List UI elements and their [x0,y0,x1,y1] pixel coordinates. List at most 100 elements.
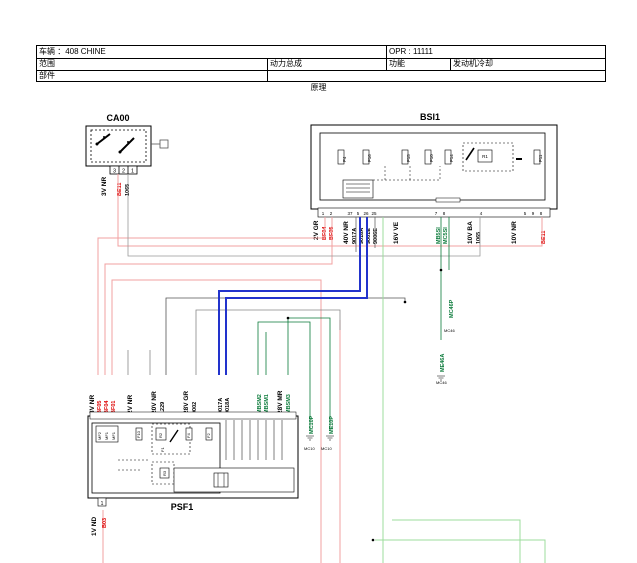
svg-text:MC46: MC46 [444,328,455,333]
ca00-connector-label: 3V NR [101,177,108,196]
svg-text:5: 5 [357,211,360,216]
svg-text:9017A: 9017A [352,228,358,244]
svg-text:4: 4 [480,211,483,216]
svg-text:37: 37 [347,211,353,216]
bsi1-module [342,179,374,199]
ground-mc10p: MC10P [309,415,315,434]
svg-text:R2: R2 [158,432,163,438]
header-row-divider [37,58,605,59]
svg-text:F1: F1 [160,447,165,452]
psf1-connector-20vnr: 20V NR [151,391,158,414]
range-value: 动力总成 [270,59,302,68]
svg-text:9006E: 9006E [373,228,379,244]
svg-text:2: 2 [122,169,125,175]
svg-text:BF01: BF01 [111,401,117,414]
svg-text:9001E: 9001E [366,228,372,244]
svg-text:7: 7 [435,211,438,216]
svg-text:R3: R3 [162,470,167,476]
svg-text:25: 25 [371,211,377,216]
svg-text:1: 1 [101,501,104,507]
svg-text:MF2: MF2 [97,431,102,440]
svg-text:1: 1 [322,211,325,216]
ground-mc46p: MC46P [449,299,455,318]
svg-text:8: 8 [443,211,446,216]
bsi1-connector-strip [317,207,551,218]
header-col-divider [450,58,451,70]
psf1-label: PSF1 [171,502,194,512]
svg-text:3: 3 [113,169,116,175]
bsi1-connector-16vve: 16V VE [393,221,400,244]
ca00-wire-be11: BE11 [117,183,123,196]
svg-text:MBSM2: MBSM2 [257,394,263,414]
svg-text:BF05: BF05 [97,401,103,414]
function-label: 功能 [389,59,405,68]
svg-text:MB5SI: MB5SI [436,227,442,244]
svg-text:MC10: MC10 [321,446,332,451]
part-label: 部件 [39,71,55,80]
ground-me10p: ME10P [329,416,335,434]
svg-text:9017A: 9017A [218,398,224,414]
psf1-connector-28vgr: 28V GR [183,391,190,414]
ca00-label: CA00 [106,113,129,123]
svg-text:1229: 1229 [160,402,166,414]
key-icon [159,139,169,149]
svg-text:MF1: MF1 [104,431,109,440]
bsi1-label: BSI1 [420,112,440,122]
svg-text:B03: B03 [102,518,108,528]
ground-me46a: ME46A [440,354,446,372]
svg-text:F10: F10 [429,154,434,162]
svg-text:F14: F14 [449,154,454,162]
svg-text:9002: 9002 [192,402,198,414]
header-col-divider [386,46,387,70]
header-row-divider [37,70,605,71]
svg-text:26: 26 [363,211,369,216]
svg-text:8: 8 [540,211,543,216]
diagram-title: 原理 [310,83,327,92]
svg-text:MC46: MC46 [436,380,447,385]
range-label: 范围 [39,59,55,68]
psf1-connector-28vmr: 28V MR [277,390,284,414]
svg-text:MBSM1: MBSM1 [264,394,270,414]
svg-text:1: 1 [131,169,134,175]
svg-text:9: 9 [532,211,535,216]
bsi1-connector-2vgr: 2V GR [313,220,320,240]
svg-text:MC10: MC10 [304,446,315,451]
psf1-connector-1vnd: 1V ND [91,517,98,536]
function-value: 发动机冷却 [453,59,493,68]
psf1-connector-strip [89,411,297,420]
psf1-connector-2vnr: 2V NR [127,395,134,414]
ground-labels: MC46P MC46 ME46A MC46 MC10P ME10P MC10 M… [304,299,455,451]
svg-text:F2: F2 [206,433,211,438]
svg-text:MBSM3: MBSM3 [286,394,292,414]
psf1-connector-8vnr: 8V NR [89,395,96,414]
opr-label: OPR : 11111 [389,47,433,56]
svg-text:5: 5 [524,211,527,216]
svg-text:9018A: 9018A [225,398,231,414]
ca00-connector [109,165,138,175]
svg-text:R1: R1 [482,154,488,159]
svg-text:F4: F4 [186,433,191,438]
svg-text:F4: F4 [342,156,347,162]
svg-text:BE11: BE11 [541,231,547,244]
svg-text:F10: F10 [136,430,141,438]
svg-text:1065: 1065 [476,232,482,244]
svg-text:F11: F11 [538,154,543,162]
bsi1-relay-box [462,142,514,172]
component-ca00: CA00 3 2 1 3V NR BE11 1065 [85,113,169,196]
wires [97,174,546,563]
svg-text:MF1: MF1 [111,431,116,440]
svg-text:MC5SI: MC5SI [443,227,449,244]
svg-text:2: 2 [330,211,333,216]
bsi1-connector-10vnr: 10V NR [511,221,518,244]
bsi1-connector-10vba: 10V BA [467,221,474,244]
header-table: 车辆 ：408 CHINE OPR : 11111 范围 动力总成 功能 发动机… [36,45,606,82]
ca00-inner [90,129,147,163]
component-bsi1: BSI1 F4 F16 F15 F10 F14 F11 R1 1 2 37 [310,112,558,244]
svg-text:BF04: BF04 [104,400,110,414]
svg-text:F16: F16 [367,154,372,162]
header-col-divider [267,58,268,81]
svg-text:9018A: 9018A [359,228,365,244]
bsi1-connector-40vnr: 40V NR [343,221,350,244]
component-psf1: 8V NR BF05 BF04 BF01 2V NR 20V NR 1229 2… [87,390,299,536]
